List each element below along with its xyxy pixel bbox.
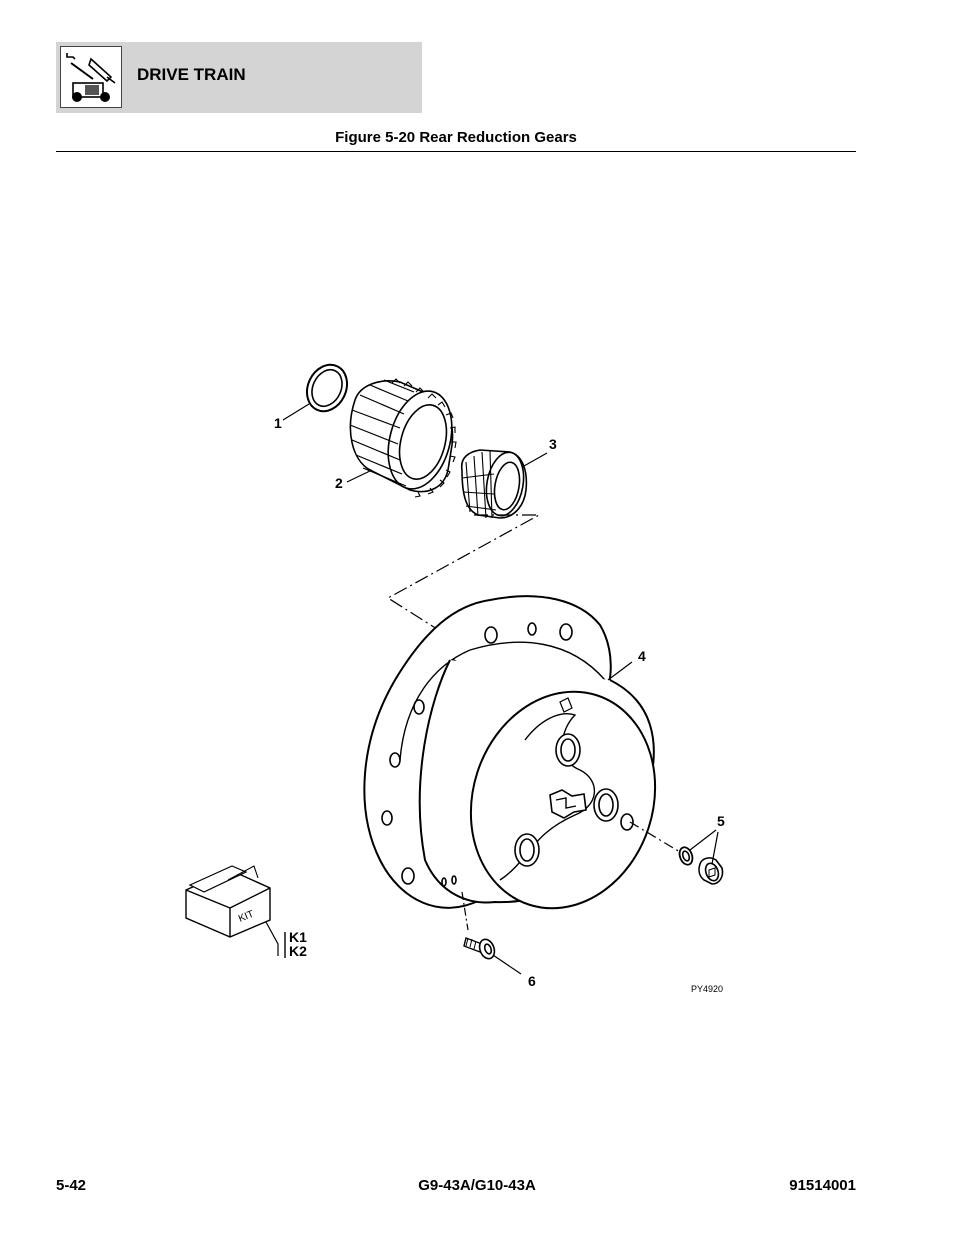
- document-number: 91514001: [789, 1177, 856, 1194]
- kit-box-label: KIT: [237, 909, 256, 925]
- assembly-line-upper: [386, 514, 540, 637]
- roller-bearing-part-3: [460, 449, 528, 519]
- callout-k2: K2: [289, 943, 307, 959]
- callout-5: 5: [717, 813, 725, 829]
- callout-6: 6: [528, 973, 536, 989]
- callout-k1: K1: [289, 929, 307, 945]
- image-code: PY4920: [691, 984, 723, 994]
- leader-line-3: [523, 452, 548, 467]
- model-number: G9-43A/G10-43A: [418, 1177, 536, 1194]
- leader-line-5b: [711, 831, 719, 865]
- leader-line-kit: [265, 921, 279, 956]
- page-number: 5-42: [56, 1177, 87, 1194]
- section-title: DRIVE TRAIN: [137, 65, 246, 84]
- callout-2: 2: [335, 475, 343, 491]
- leader-line-2: [346, 469, 373, 483]
- leader-line-5a: [689, 829, 717, 851]
- leader-line-6: [492, 954, 522, 975]
- spur-gear-part-2: [349, 378, 457, 498]
- leader-line-1: [282, 403, 310, 421]
- reduction-hub-housing-part-4: [363, 595, 657, 910]
- assembly-line-plug: [629, 821, 681, 853]
- drain-plug-part-5: [678, 846, 724, 885]
- lift-vehicle-icon: [60, 46, 122, 108]
- callout-3: 3: [549, 436, 557, 452]
- leader-line-4: [607, 661, 633, 681]
- screw-part-6: [463, 937, 496, 960]
- section-header: DRIVE TRAIN: [56, 42, 422, 113]
- o-ring-part-1: [306, 363, 348, 413]
- callout-4: 4: [638, 648, 646, 664]
- figure-title: Figure 5-20 Rear Reduction Gears: [335, 129, 577, 146]
- callout-1: 1: [274, 415, 282, 431]
- assembly-line-screw: [461, 891, 469, 931]
- title-divider: [56, 151, 856, 152]
- kit-box-icon: [185, 865, 271, 938]
